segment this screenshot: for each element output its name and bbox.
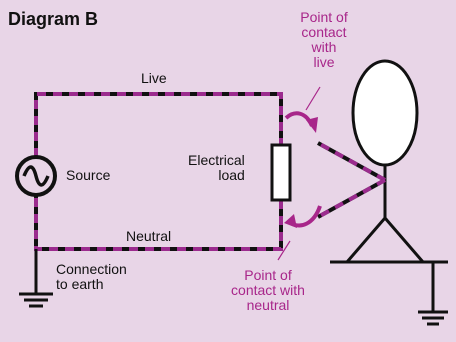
- earth-ground-icon: [19, 249, 53, 308]
- contact-live-arrow: [284, 86, 321, 133]
- arm-to-neutral: [317, 178, 386, 219]
- diagram-title: Diagram B: [8, 9, 99, 29]
- source-label: Source: [66, 167, 111, 183]
- contact-neutral-label: Point of contact with neutral: [231, 267, 305, 313]
- ac-source-icon: [15, 155, 57, 197]
- arm-to-live: [317, 141, 386, 182]
- live-label: Live: [141, 70, 167, 86]
- neutral-label: Neutral: [126, 228, 172, 244]
- earth-label: Connection to earth: [56, 261, 127, 292]
- live-wire: [34, 92, 283, 157]
- load-label: Electrical load: [188, 152, 245, 183]
- resistor-icon: [270, 143, 292, 202]
- neutral-wire: [34, 195, 283, 251]
- contact-neutral-arrow: [277, 205, 322, 261]
- stick-figure-person-icon: [330, 59, 448, 264]
- contact-live-label: Point of contact with live: [300, 9, 348, 70]
- person-earth-ground-icon: [418, 262, 448, 326]
